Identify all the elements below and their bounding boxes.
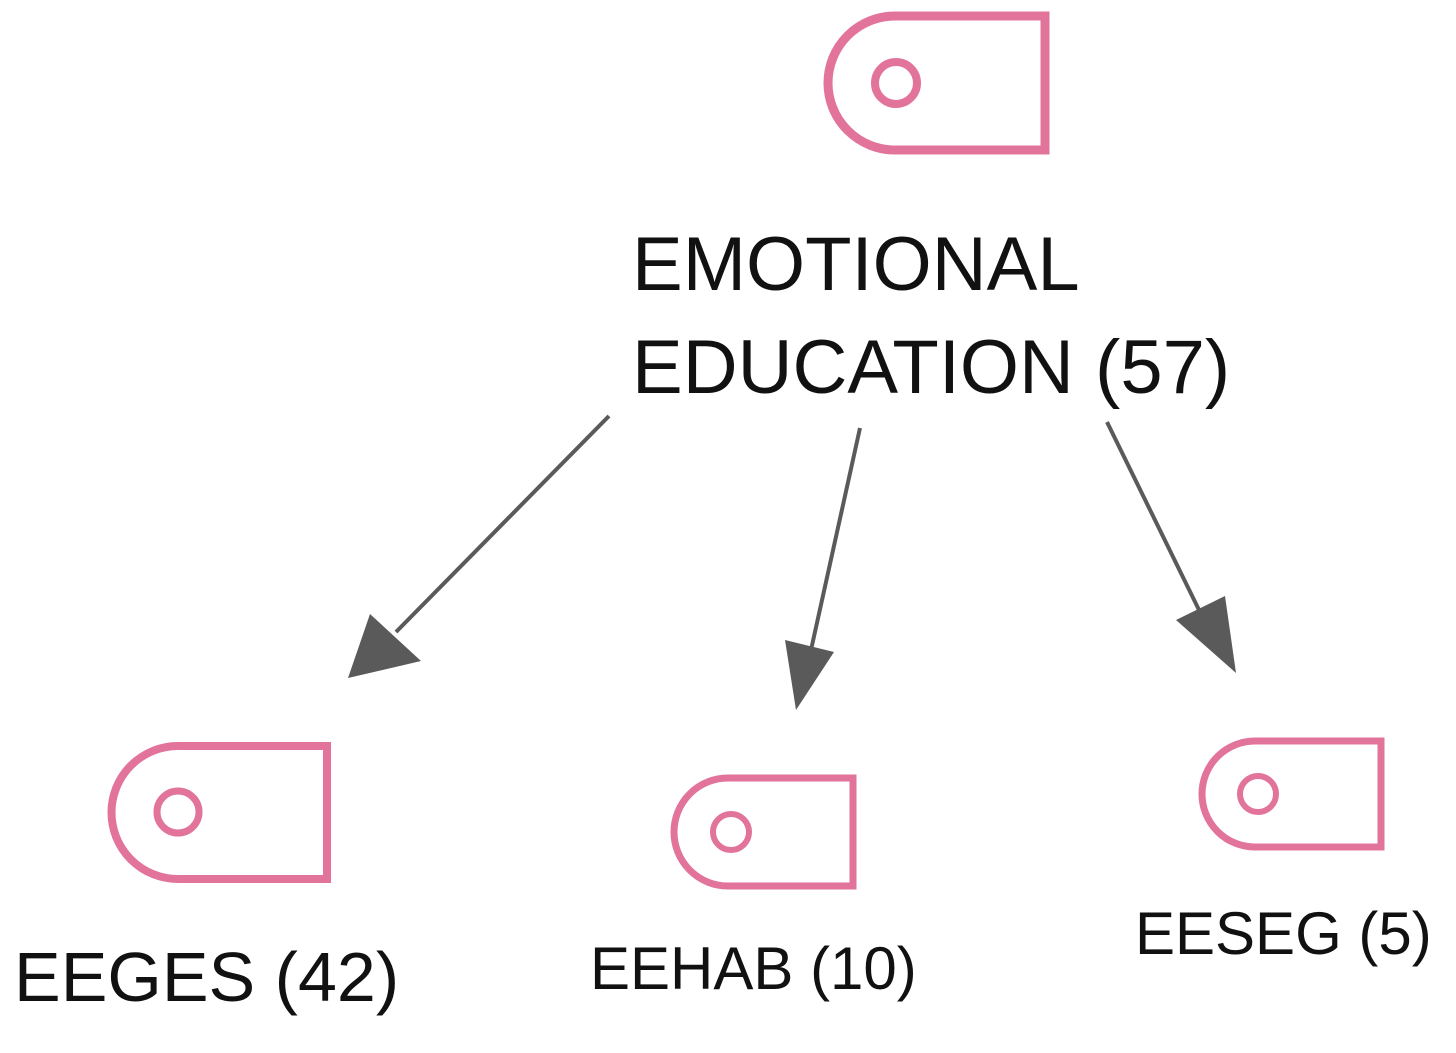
root-node-icon <box>823 11 1050 155</box>
edge-root-to-eehab <box>785 427 862 710</box>
child-node-label-eehab: EEHAB (10) <box>590 935 917 1002</box>
child-node-icon-eeseg <box>1198 737 1385 851</box>
root-label-line2: EDUCATION (57) <box>632 325 1231 411</box>
root-node-label: EMOTIONAL EDUCATION (57) <box>632 213 1230 420</box>
edge-root-to-eeseg <box>1105 421 1236 673</box>
edge-root-to-eeges <box>348 414 611 678</box>
child-node-label-eeseg: EESEG (5) <box>1135 900 1432 967</box>
child-node-icon-eehab <box>670 774 857 890</box>
child-node-icon-eeges <box>107 742 331 883</box>
child-node-label-eeges: EEGES (42) <box>14 938 400 1016</box>
root-label-line1: EMOTIONAL <box>632 222 1080 307</box>
